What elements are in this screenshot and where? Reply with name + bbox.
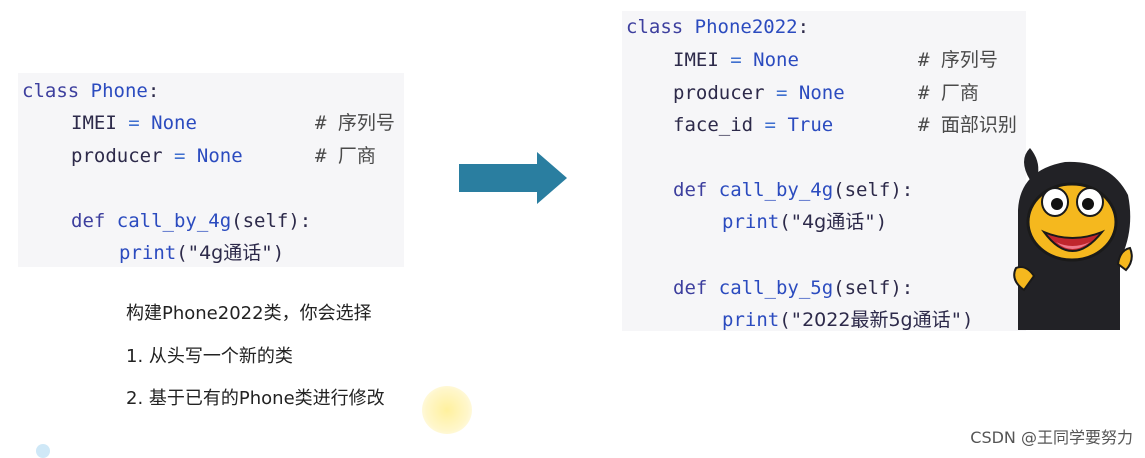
function-name: call_by_5g	[718, 277, 834, 299]
comment: # 面部识别	[918, 109, 1017, 141]
function-call: print	[722, 309, 780, 331]
comment-text: 厂商	[337, 145, 376, 167]
string: 4g通话	[802, 211, 865, 233]
comment: # 序列号	[918, 44, 998, 76]
variable: producer	[71, 145, 163, 167]
code-line: def call_by_4g(self):	[673, 174, 913, 206]
code-line: def call_by_5g(self):	[673, 272, 913, 304]
hash: #	[918, 82, 930, 104]
keyword: class	[626, 16, 684, 38]
code-line: def call_by_4g(self):	[71, 205, 311, 237]
operator: =	[173, 145, 186, 167]
operator: =	[775, 82, 788, 104]
option-1: 1. 从头写一个新的类	[126, 346, 293, 367]
punctuation: ")	[261, 242, 285, 264]
code-line: face_id = True	[673, 109, 833, 141]
punctuation: ("	[779, 211, 803, 233]
comment-text: 面部识别	[940, 114, 1017, 136]
punctuation: ("	[779, 309, 803, 331]
string: 2022最新5g通话	[802, 309, 951, 331]
keyword: def	[673, 179, 708, 201]
value: None	[151, 112, 197, 134]
code-line: print("4g通话")	[722, 206, 887, 238]
comment: # 厂商	[918, 77, 979, 109]
punctuation: :	[147, 80, 160, 102]
hash: #	[315, 145, 327, 167]
operator: =	[764, 114, 776, 136]
class-name: Phone	[90, 80, 148, 102]
code-panel-phone: class Phone: IMEI = None # 序列号 producer …	[18, 73, 404, 267]
params: (self):	[231, 210, 312, 232]
code-line: class Phone2022:	[626, 11, 809, 43]
comment-text: 厂商	[940, 82, 979, 104]
code-line: class Phone:	[22, 75, 159, 107]
function-name: call_by_4g	[116, 210, 232, 232]
function-name: call_by_4g	[718, 179, 834, 201]
string: 4g通话	[199, 242, 262, 264]
value: None	[798, 82, 845, 104]
watermark: CSDN @王同学要努力	[970, 428, 1133, 447]
keyword: class	[22, 80, 80, 102]
hash: #	[918, 114, 930, 136]
value: None	[196, 145, 243, 167]
option-2: 2. 基于已有的Phone类进行修改	[126, 388, 385, 409]
question-text: 构建Phone2022类，你会选择	[126, 303, 372, 324]
keyword: def	[673, 277, 708, 299]
punctuation: :	[797, 16, 810, 38]
code-panel-phone2022: class Phone2022: IMEI = None # 序列号 produ…	[622, 11, 1026, 331]
comment-text: 序列号	[940, 49, 998, 71]
value: True	[787, 114, 834, 136]
operator: =	[730, 49, 742, 71]
params: (self):	[833, 277, 914, 299]
function-call: print	[722, 211, 780, 233]
code-line: IMEI = None	[71, 107, 197, 139]
variable: face_id	[673, 114, 754, 136]
code-line: print("4g通话")	[119, 237, 284, 269]
params: (self):	[833, 179, 914, 201]
code-line: print("2022最新5g通话")	[722, 304, 974, 336]
variable: producer	[673, 82, 765, 104]
variable: IMEI	[71, 112, 117, 134]
code-line: producer = None	[673, 77, 845, 109]
punctuation: ("	[176, 242, 200, 264]
cursor-highlight	[422, 386, 472, 434]
comment: # 厂商	[315, 140, 376, 172]
arrow-right-icon	[459, 152, 567, 204]
function-call: print	[119, 242, 177, 264]
keyword: def	[71, 210, 106, 232]
code-line: IMEI = None	[673, 44, 799, 76]
comment-text: 序列号	[337, 112, 395, 134]
comment: # 序列号	[315, 107, 395, 139]
variable: IMEI	[673, 49, 719, 71]
hash: #	[918, 49, 930, 71]
hash: #	[315, 112, 327, 134]
monkey-mascot-icon	[1013, 148, 1133, 330]
operator: =	[128, 112, 140, 134]
class-name: Phone2022	[694, 16, 798, 38]
punctuation: ")	[950, 309, 974, 331]
decorative-dot	[36, 444, 50, 458]
value: None	[753, 49, 799, 71]
code-line: producer = None	[71, 140, 243, 172]
punctuation: ")	[864, 211, 888, 233]
